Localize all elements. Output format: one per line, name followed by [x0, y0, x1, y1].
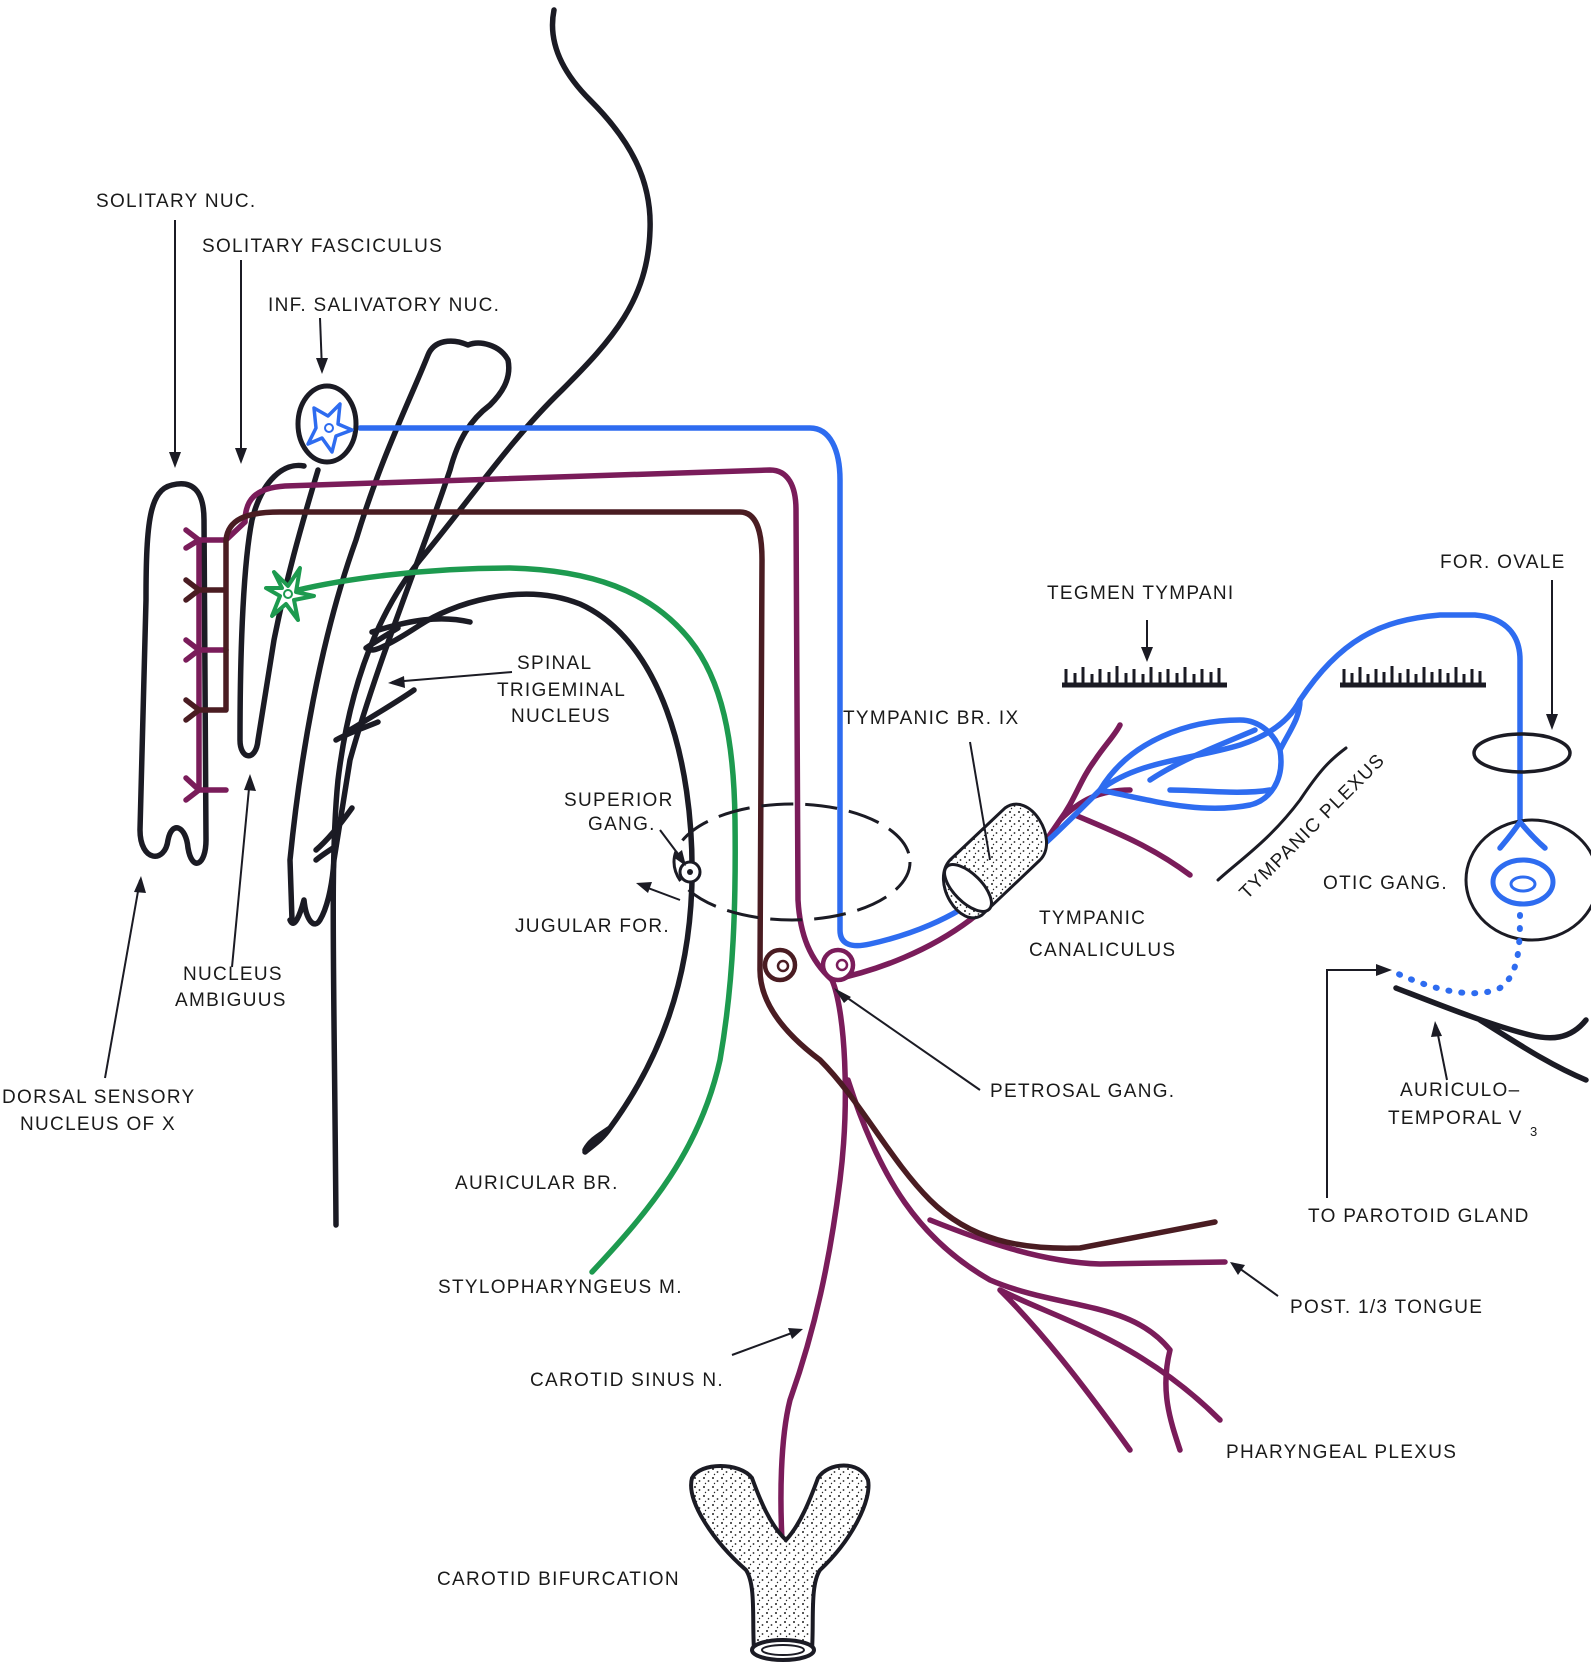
label-petrosal-gang: PETROSAL GANG. [990, 1081, 1175, 1102]
label-tegmen-tympani: TEGMEN TYMPANI [1047, 583, 1234, 604]
label-tympanic-br: TYMPANIC BR. IX [843, 708, 1019, 729]
label-inf-salivatory-nuc: INF. SALIVATORY NUC. [268, 295, 500, 316]
jugular-foramen [674, 804, 910, 920]
label-pharyngeal-plexus: PHARYNGEAL PLEXUS [1226, 1442, 1457, 1463]
label-otic-gang: OTIC GANG. [1323, 873, 1448, 894]
label-dorsal-sensory-2: NUCLEUS OF X [20, 1114, 176, 1135]
label-auriculo-temporal-2: TEMPORAL V [1388, 1108, 1523, 1129]
brown-visceral-sensory-nerve [186, 512, 1215, 1248]
otic-ganglion [1466, 820, 1591, 940]
label-auriculo-temporal-subscript: 3 [1530, 1124, 1537, 1139]
tympanic-canaliculus-tube [937, 804, 1047, 919]
label-tympanic-canaliculus-2: CANALICULUS [1029, 940, 1176, 961]
label-for-ovale: FOR. OVALE [1440, 552, 1566, 573]
purple-nucleus-collaterals [186, 522, 245, 800]
label-nucleus-ambiguus-2: AMBIGUUS [175, 990, 287, 1011]
label-spinal-trigeminal-3: NUCLEUS [511, 706, 611, 727]
label-superior-gang-1: SUPERIOR [564, 790, 674, 811]
label-stylopharyngeus: STYLOPHARYNGEUS M. [438, 1277, 683, 1298]
label-solitary-fasciculus: SOLITARY FASCICULUS [202, 236, 443, 257]
inferior-salivatory-neuron [298, 386, 356, 462]
superior-ganglion-core [778, 961, 788, 971]
label-nucleus-ambiguus-1: NUCLEUS [183, 964, 283, 985]
spinal-trigeminal-nucleus-lines [316, 619, 470, 860]
label-spinal-trigeminal-2: TRIGEMINAL [497, 680, 626, 701]
label-jugular-for: JUGULAR FOR. [515, 916, 670, 937]
label-carotid-bifurcation: CAROTID BIFURCATION [437, 1569, 680, 1590]
petrosal-ganglion-core [837, 960, 847, 970]
label-carotid-sinus-n: CAROTID SINUS N. [530, 1370, 724, 1391]
label-solitary-nuc: SOLITARY NUC. [96, 191, 257, 212]
superior-ganglion-dot [687, 869, 693, 875]
label-to-parotoid-gland: TO PAROTOID GLAND [1308, 1206, 1530, 1227]
label-auricular-br: AURICULAR BR. [455, 1173, 619, 1194]
tegmen-tympani-right [1340, 666, 1486, 685]
label-post-tongue: POST. 1/3 TONGUE [1290, 1297, 1483, 1318]
label-superior-gang-2: GANG. [588, 814, 656, 835]
label-auriculo-temporal-1: AURICULO– [1400, 1080, 1520, 1101]
auriculotemporal-nerve [1396, 988, 1586, 1080]
auricular-branch-nerve [372, 594, 692, 1152]
label-spinal-trigeminal-1: SPINAL [517, 653, 592, 674]
label-dorsal-sensory-1: DORSAL SENSORY [2, 1087, 195, 1108]
label-tympanic-canaliculus-1: TYMPANIC [1039, 908, 1146, 929]
tegmen-tympani-left [1062, 666, 1227, 685]
